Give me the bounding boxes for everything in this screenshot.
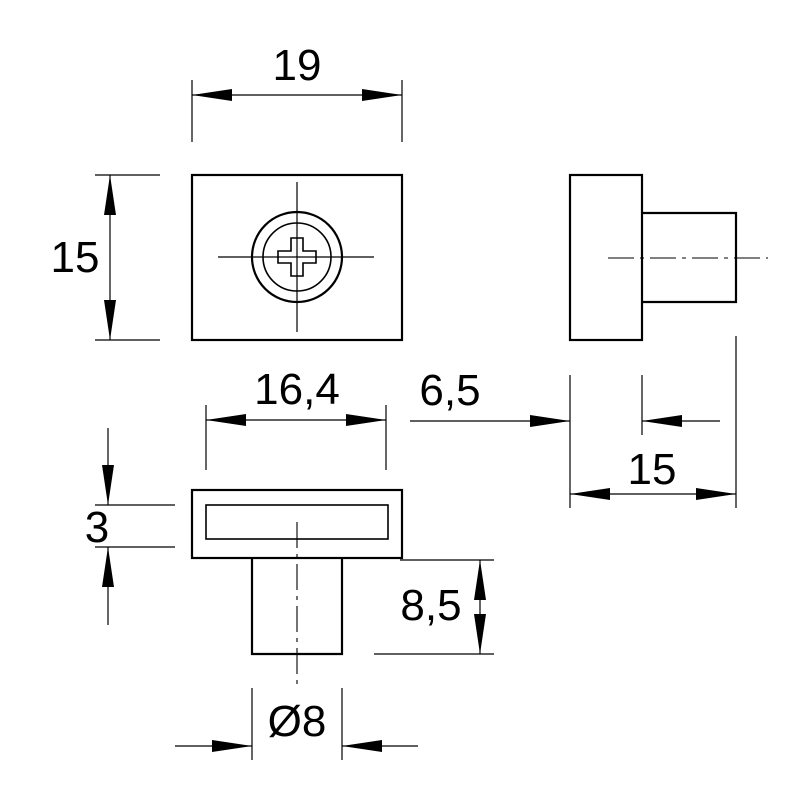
dim-6-5-label: 6,5: [419, 366, 480, 415]
dim-19-arrow-left: [192, 89, 232, 101]
dim-3-arrow-top: [102, 465, 114, 505]
dim-15v-label: 15: [51, 233, 100, 282]
screw-head-inner: [262, 222, 332, 292]
front-view: [190, 173, 404, 342]
bottom-view: [190, 488, 404, 688]
dimension-19: 19: [191, 41, 403, 142]
dim-6-5-arrow-right: [642, 415, 682, 427]
dimension-3: 3: [85, 428, 175, 625]
dimension-diameter-8: Ø8: [175, 688, 418, 760]
dimension-6-5: 6,5: [410, 366, 720, 508]
dim-8-5-arrow-top: [474, 560, 486, 600]
side-view: [568, 173, 768, 342]
dim-d8-arrow-right: [342, 740, 382, 752]
front-view-body: [190, 173, 404, 342]
dim-3-arrow-bottom: [102, 547, 114, 587]
dim-19-arrow-right: [362, 89, 402, 101]
dim-15h-arrow-right: [696, 488, 736, 500]
dim-15v-arrow-bottom: [104, 300, 116, 340]
dim-16-4-label: 16,4: [254, 365, 340, 414]
dim-3-label: 3: [85, 503, 109, 552]
dimension-15-horizontal: 15: [570, 336, 737, 508]
dim-16-4-arrow-right: [346, 414, 386, 426]
dim-19-label: 19: [273, 41, 322, 90]
dim-16-4-arrow-left: [206, 414, 246, 426]
phillips-cross-icon: [277, 237, 317, 277]
dim-15h-arrow-left: [570, 488, 610, 500]
dim-d8-arrow-left: [212, 740, 252, 752]
dim-6-5-arrow-left: [530, 415, 570, 427]
dimension-15-vertical: 15: [51, 174, 160, 341]
dim-8-5-label: 8,5: [400, 581, 461, 630]
screw-head-outer: [250, 210, 344, 304]
dim-15v-arrow-top: [104, 175, 116, 215]
dim-15h-label: 15: [628, 445, 677, 494]
dimension-16-4: 16,4: [205, 365, 387, 470]
dim-d8-label: Ø8: [268, 697, 327, 746]
dimension-8-5: 8,5: [374, 559, 494, 655]
dim-8-5-arrow-bottom: [474, 614, 486, 654]
